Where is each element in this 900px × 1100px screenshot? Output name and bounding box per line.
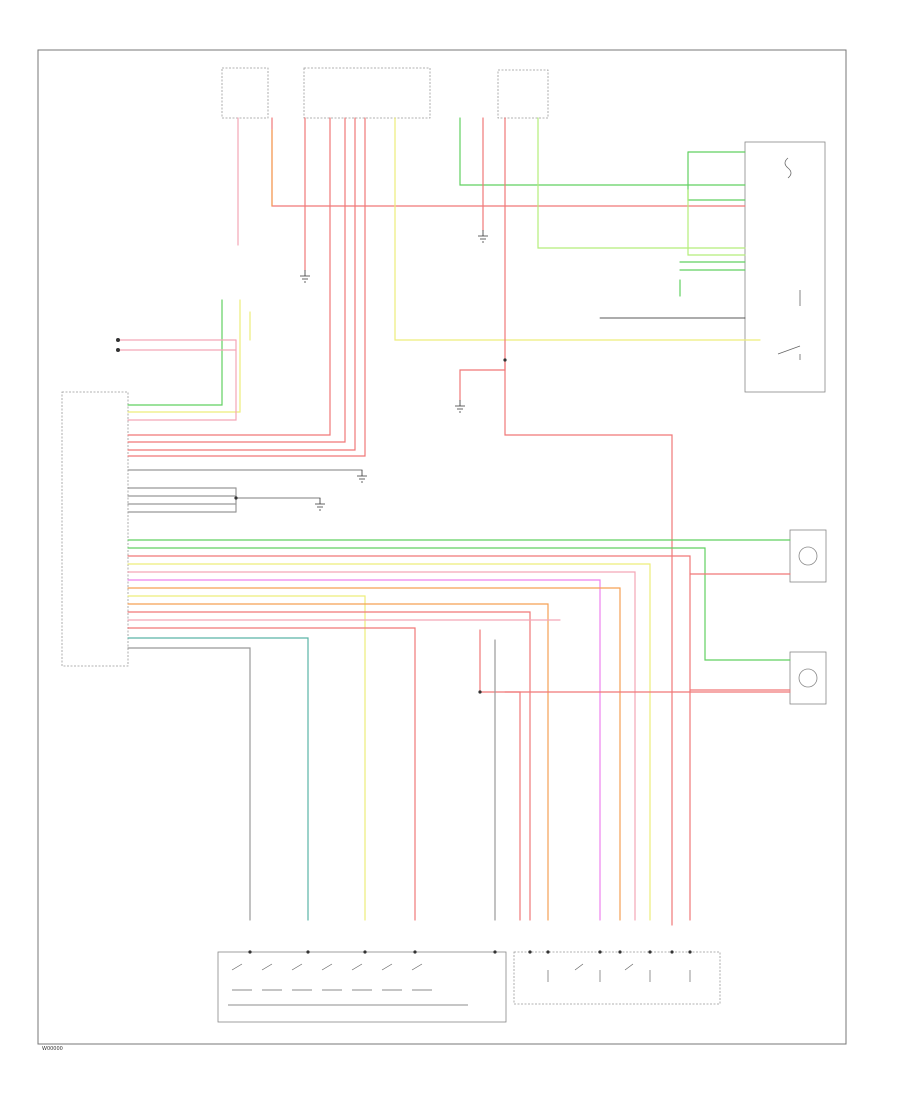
wire-relay-g3 — [679, 261, 746, 271]
transmission-solenoid-box — [513, 951, 721, 1005]
wire-dtr-3 — [127, 637, 309, 921]
wire-sol-2 — [127, 571, 636, 921]
powertrain-control-module — [61, 391, 129, 667]
wire-sol-6 — [127, 611, 531, 921]
oss-sensor-coil-icon — [798, 668, 818, 688]
wire-pcm-2 — [127, 117, 346, 443]
battery-junction-box-top — [303, 67, 431, 119]
relay-coil-icon — [784, 157, 792, 179]
wire-oss-pos — [127, 547, 791, 661]
diagram-border — [37, 49, 847, 1045]
wire-sol-1 — [127, 563, 651, 921]
wire-yellow-relay — [394, 117, 761, 341]
wire-relay-lg — [687, 189, 746, 256]
central-junction-box — [221, 67, 269, 119]
turbine-speed-sensor — [789, 529, 827, 583]
turbine-sensor-coil-icon — [798, 546, 818, 566]
wire-dtr-2 — [127, 627, 416, 921]
solenoid-switches — [547, 963, 691, 982]
range-sensor-switches — [228, 963, 468, 1006]
wire-lightgreen — [537, 117, 746, 249]
wire-green-top — [459, 117, 746, 186]
wire-sol-5 — [127, 603, 549, 921]
relay-switch-icon — [777, 290, 801, 360]
wire-dtr-1 — [127, 595, 366, 921]
wire-gnd-splice — [235, 487, 321, 513]
wire-gnd-group — [127, 487, 237, 513]
wire-sol-8 — [504, 691, 521, 921]
wire-sol-3 — [127, 579, 601, 921]
figure-id: W00000 — [42, 1046, 63, 1052]
digital-transmission-range-sensor-box — [217, 951, 507, 1023]
wire-pcm-4 — [127, 117, 366, 457]
battery-junction-box-relay — [497, 69, 549, 119]
wire-sol-4 — [127, 587, 621, 921]
wire-dtr-4 — [127, 647, 251, 921]
wire-tss-neg — [127, 555, 691, 921]
connector-pins — [116, 338, 692, 954]
wire-pcm-3 — [127, 117, 356, 451]
ground-symbol-icons — [300, 230, 488, 511]
wire-relay-g2 — [687, 151, 746, 201]
wire-ground-drop — [459, 359, 506, 401]
wire-main-red — [504, 117, 673, 926]
output-shaft-speed-sensor — [789, 651, 827, 705]
wire-harness — [117, 117, 791, 926]
battery-junction-box-right — [744, 141, 826, 393]
wire-pcm-yellow — [127, 299, 241, 413]
wire-fuse-b — [271, 117, 746, 207]
wire-pcm-green — [127, 299, 223, 406]
wire-pcm-pink — [127, 339, 237, 421]
wire-pcm-1 — [127, 117, 331, 436]
